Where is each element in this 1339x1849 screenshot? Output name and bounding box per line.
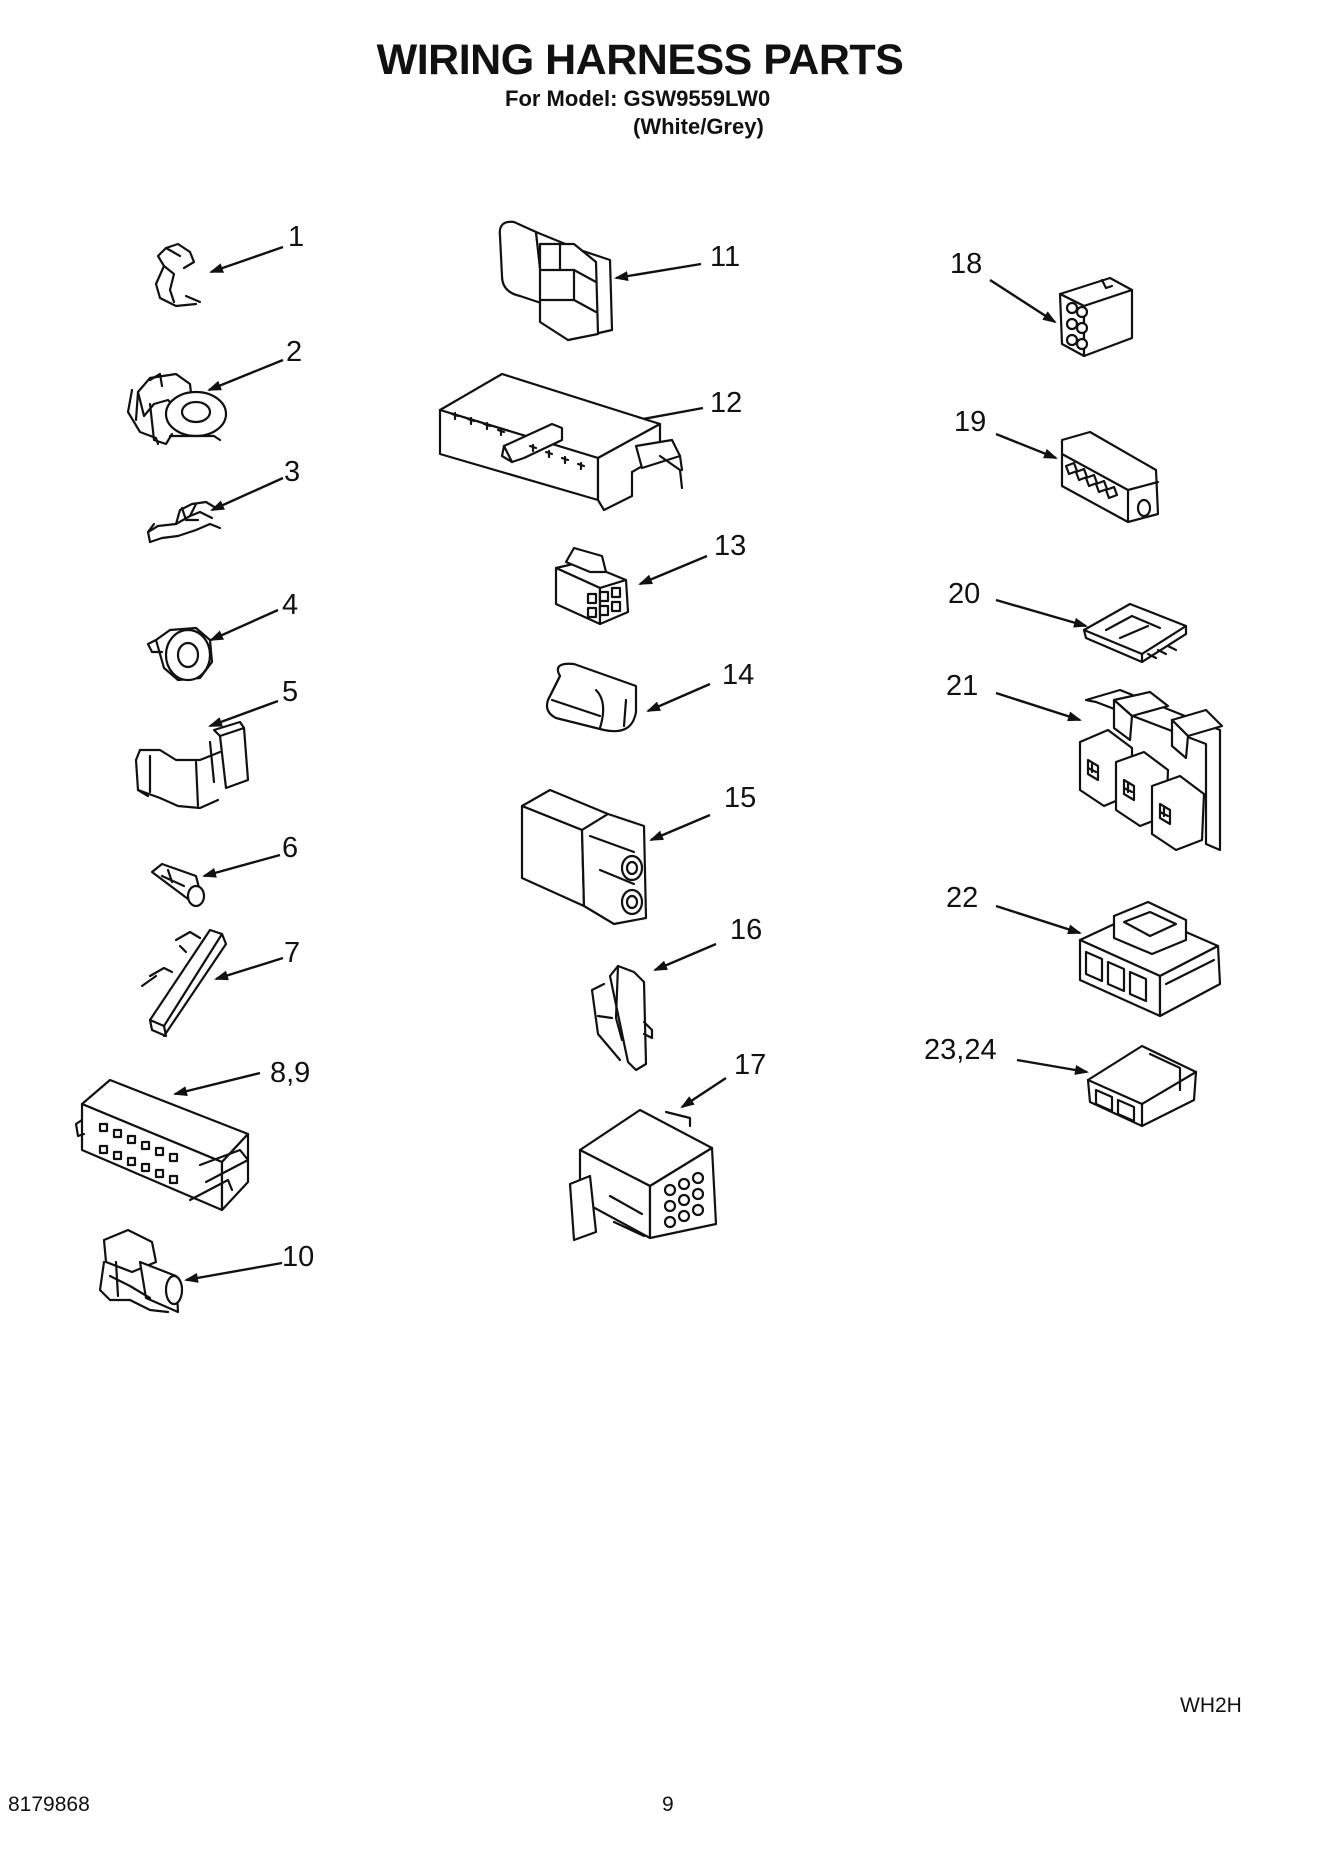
callout-18: 18	[950, 248, 983, 280]
part-1-clip	[154, 242, 202, 308]
part-19-header	[1060, 430, 1160, 524]
callout-20: 20	[948, 578, 981, 610]
part-7-tie	[140, 928, 228, 1038]
part-15-connector	[520, 788, 648, 926]
callout-21: 21	[946, 670, 979, 702]
pin-holes	[663, 1171, 705, 1229]
callout-13: 13	[714, 530, 747, 562]
callout-7: 7	[284, 937, 301, 969]
callout-23-24: 23,24	[924, 1034, 997, 1066]
part-17-connector	[568, 1108, 718, 1242]
part-5-clamp	[134, 720, 250, 810]
callout-12: 12	[710, 387, 743, 419]
part-11-plug	[498, 220, 614, 342]
model-label: For Model: GSW9559LW0	[505, 86, 771, 111]
part-22-connector	[1078, 900, 1222, 1018]
callout-1: 1	[288, 221, 305, 253]
callout-22: 22	[946, 882, 979, 914]
page-number: 9	[662, 1793, 674, 1816]
callout-16: 16	[730, 914, 763, 946]
cavity-grid	[586, 586, 622, 619]
header-pins	[1064, 461, 1119, 500]
part-12-terminal-block	[438, 372, 684, 512]
part-21-relay-block	[1078, 688, 1224, 852]
callout-17: 17	[734, 1049, 767, 1081]
leader-arrows	[173, 245, 1089, 1283]
callout-15: 15	[724, 782, 757, 814]
part-4-grommet	[146, 626, 214, 682]
pin-grid	[98, 1122, 179, 1185]
part-13-connector	[554, 546, 630, 626]
doc-number: 8179868	[8, 1793, 90, 1816]
part-2-clamp	[126, 372, 228, 446]
footer-code: WH2H	[1180, 1694, 1242, 1717]
part-10-connector	[98, 1228, 184, 1314]
part-23-24-terminal	[1086, 1044, 1198, 1128]
part-3-spring-clip	[146, 500, 222, 544]
part-16-clip	[590, 964, 654, 1072]
callout-19: 19	[954, 406, 987, 438]
part-20-board	[1082, 602, 1188, 664]
terminal-marks	[450, 411, 586, 471]
part-14-sleeve	[545, 662, 638, 733]
callout-8-9: 8,9	[270, 1057, 311, 1089]
part-18-housing	[1058, 276, 1134, 358]
part-8-9-connector	[74, 1078, 250, 1212]
part-6-pin	[150, 862, 206, 908]
color-label: (White/Grey)	[633, 114, 764, 139]
callout-10: 10	[282, 1241, 315, 1273]
page-title: WIRING HARNESS PARTS	[376, 36, 904, 84]
callout-4: 4	[282, 589, 299, 621]
callout-11: 11	[710, 241, 741, 273]
callout-6: 6	[282, 832, 299, 864]
callout-14: 14	[722, 659, 755, 691]
callout-5: 5	[282, 676, 299, 708]
callout-3: 3	[284, 456, 301, 488]
callout-2: 2	[286, 336, 303, 368]
